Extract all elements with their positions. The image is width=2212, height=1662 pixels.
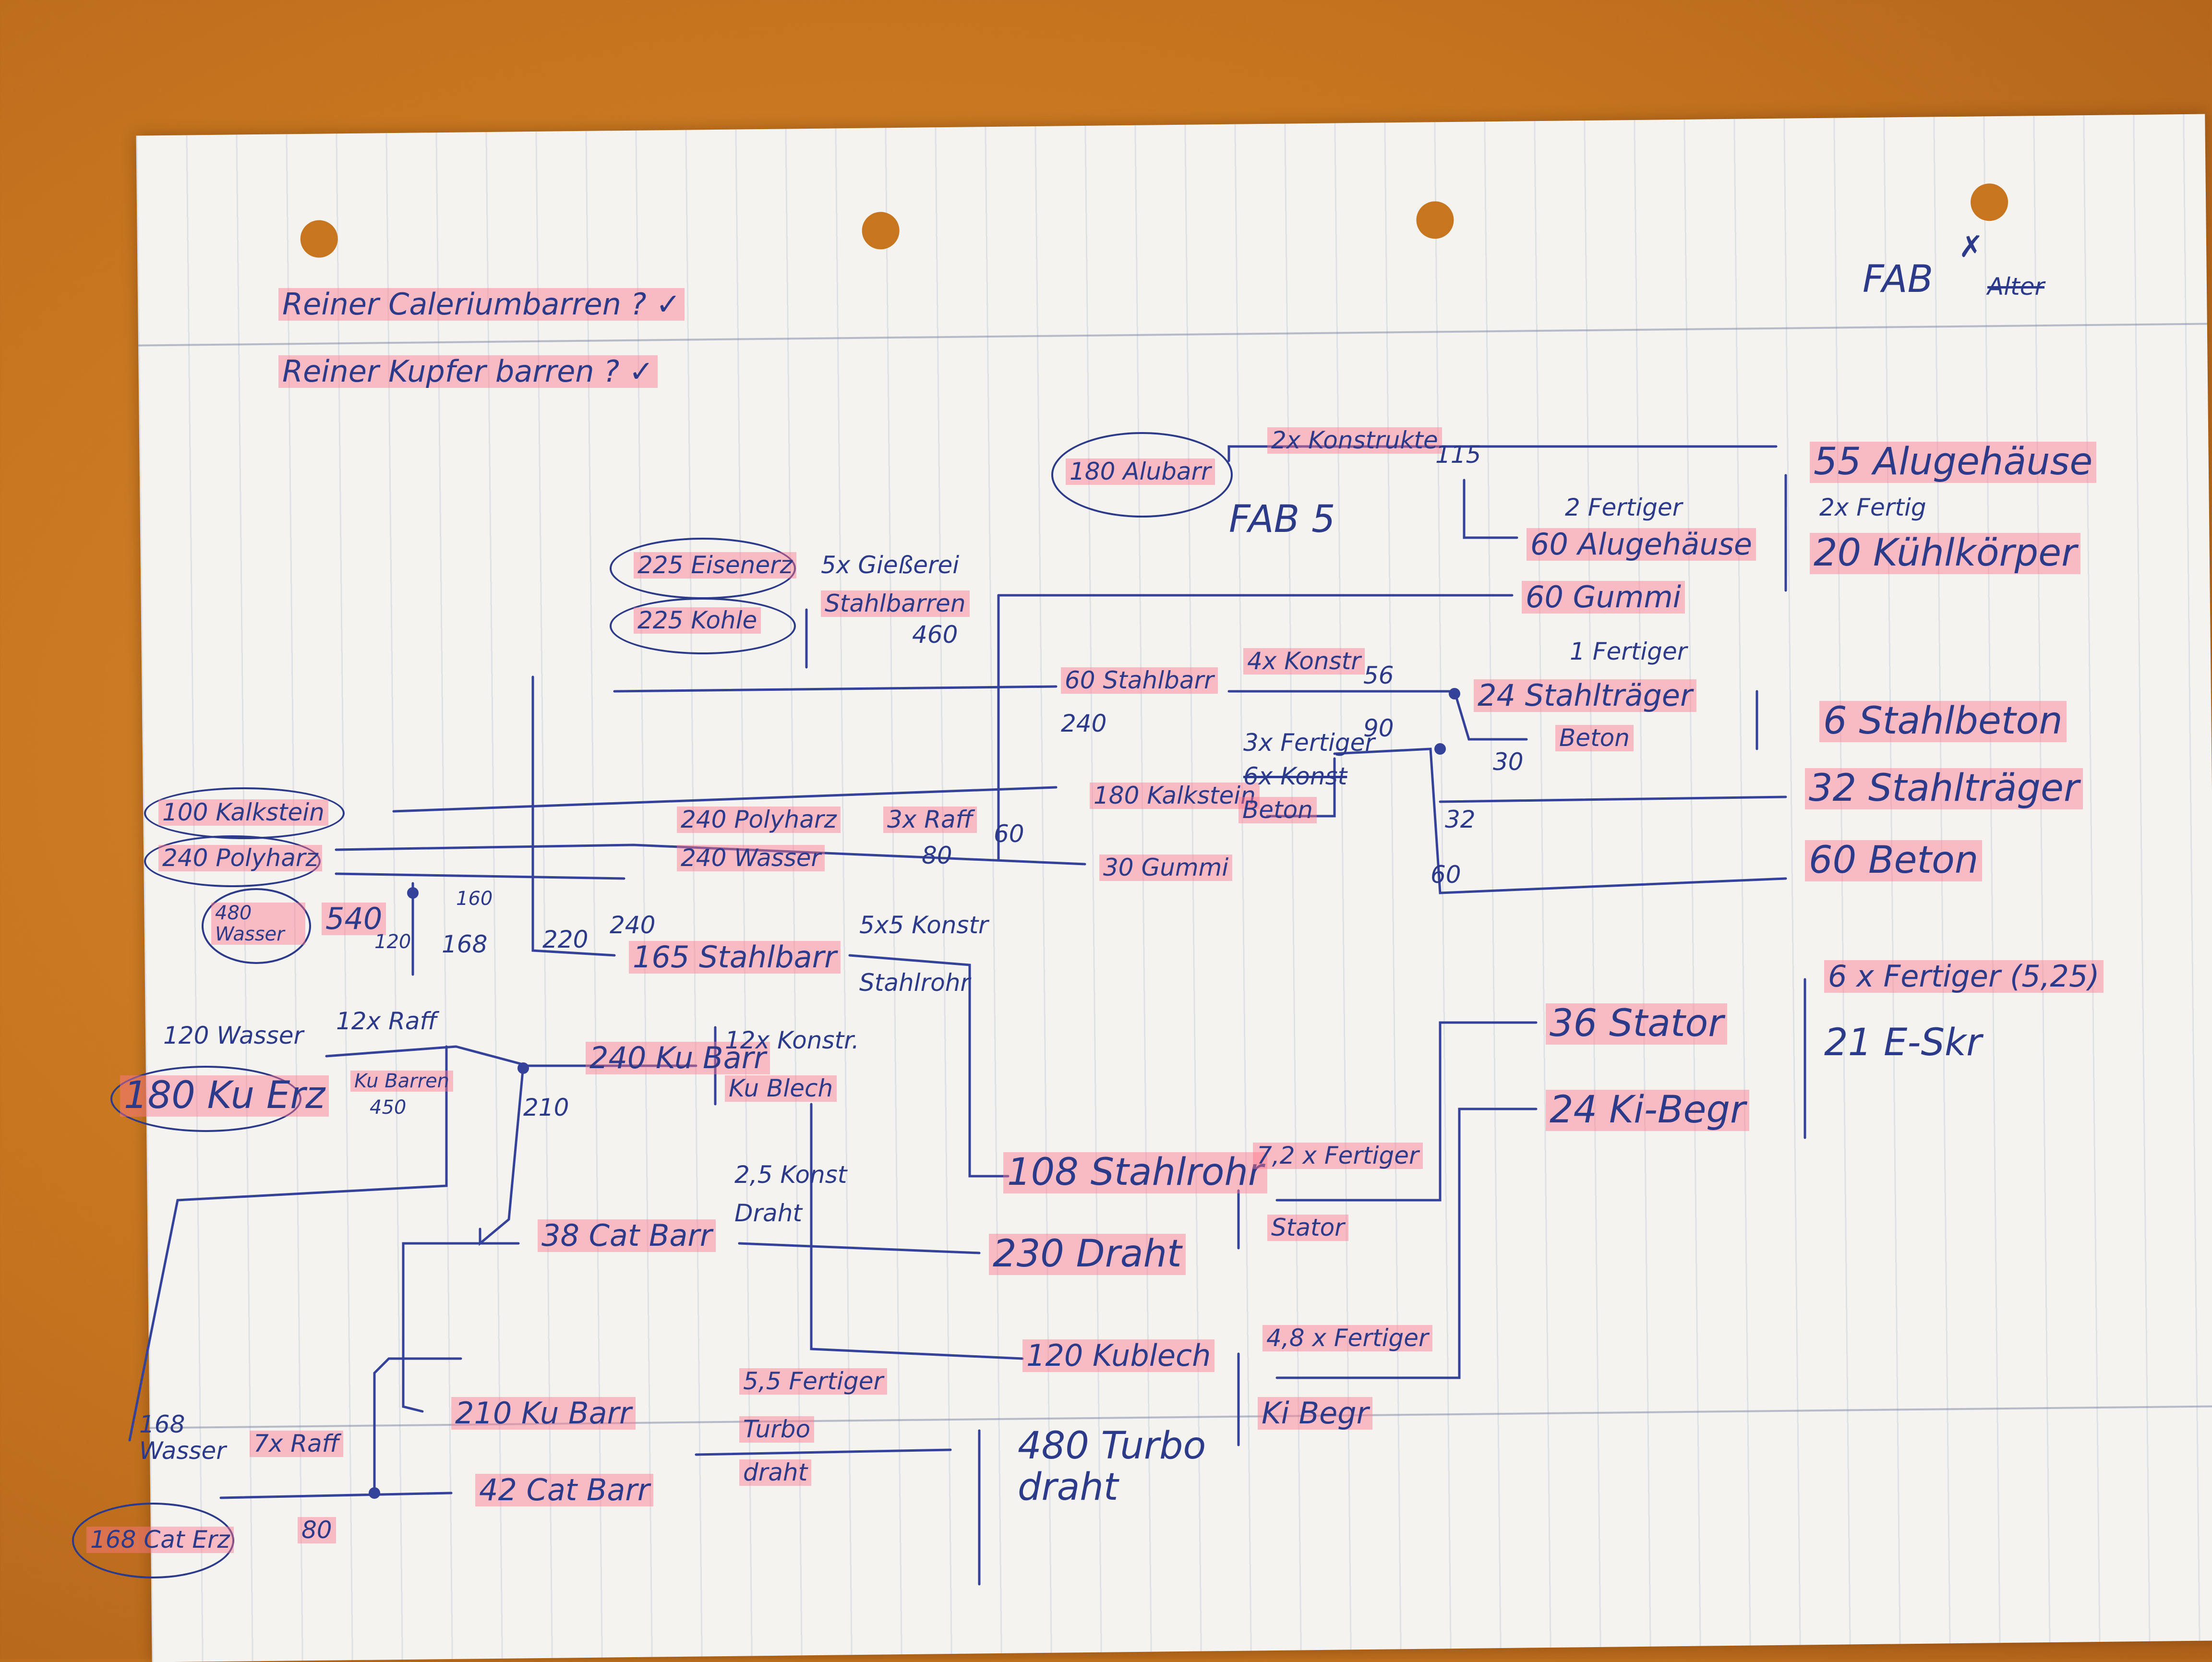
limestone-input: 180 Kalkstein <box>1090 783 1260 809</box>
copper-ore-input: 180 Ku Erz <box>120 1075 329 1117</box>
refinery-count: 3x Raff <box>883 807 977 833</box>
ai-limiter-output: 24 Ki-Begr <box>1546 1090 1749 1131</box>
struck-word: Alter <box>1987 274 2044 300</box>
refinery-12x: 12x Raff <box>336 1008 437 1035</box>
caterium-ingot: 38 Cat Barr <box>538 1219 716 1252</box>
qty-240: 240 <box>610 912 655 939</box>
assembler-3x: 3x Fertiger <box>1243 730 1375 756</box>
steel-beam-output: 32 Stahlträger <box>1805 768 2083 809</box>
constructor-2-5: 2,5 Konst <box>734 1162 847 1188</box>
wire-step: Draht <box>734 1200 802 1227</box>
qty-60: 60 <box>994 821 1024 847</box>
steel-ingot-input: 60 Stahlbarr <box>1061 667 1218 694</box>
steel-pipe-label: Stahlrohr <box>859 970 970 996</box>
steel-concrete-output: 6 Stahlbeton <box>1819 701 2067 742</box>
constructor-5x5: 5x5 Konstr <box>859 912 988 939</box>
qty-160: 160 <box>456 888 493 909</box>
stator-output: 36 Stator <box>1546 1003 1727 1045</box>
rubber-output: 60 Gummi <box>1522 581 1685 614</box>
turbo-label: Turbo <box>739 1416 814 1443</box>
water-refinery-in: 240 Wasser <box>677 845 825 871</box>
constructor-count-steel: 4x Konstr <box>1243 648 1365 674</box>
water-bottom: 168 Wasser <box>139 1411 235 1464</box>
fab-label: FAB <box>1863 259 1933 301</box>
concrete-output: 60 Beton <box>1805 840 1982 881</box>
stator-step: Stator <box>1267 1215 1348 1241</box>
water-source: 480 Wasser <box>211 903 305 945</box>
heatsink-output: 20 Kühlkörper <box>1810 533 2080 574</box>
copper-ingot-bottom: 210 Ku Barr <box>451 1397 636 1430</box>
assembler-4-8: 4,8 x Fertiger <box>1262 1325 1432 1351</box>
steel-amount: 460 <box>912 622 958 648</box>
assembler-5-5: 5,5 Fertiger <box>739 1368 887 1395</box>
refinery-7x: 7x Raff <box>250 1431 343 1457</box>
foundry-count: 5x Gießerei <box>821 552 959 578</box>
qty-210: 210 <box>523 1095 569 1121</box>
header-line-2: Reiner Kupfer barren ? ✓ <box>278 355 658 388</box>
wire-label: draht <box>739 1459 811 1486</box>
caterium-ingot-bottom: 42 Cat Barr <box>475 1474 653 1506</box>
cross-mark: ✗ <box>1959 230 1984 263</box>
coal-input: 225 Kohle <box>634 607 761 634</box>
beam-qty: 32 <box>1445 807 1476 833</box>
alu-casing-output: 55 Alugehäuse <box>1810 442 2096 483</box>
steel-out-qty: 56 <box>1363 662 1394 689</box>
fab-5-label: FAB 5 <box>1229 499 1335 541</box>
steel-pipe-output: 108 Stahlrohr <box>1003 1152 1267 1193</box>
assembler-6x: 6 x Fertiger (5,25) <box>1824 960 2104 993</box>
steel-ingot-165: 165 Stahlbarr <box>629 941 841 974</box>
alu-qty: 115 <box>1435 442 1481 468</box>
copper-ingot-qty: 450 <box>370 1097 406 1118</box>
copper-sheet-label: Ku Blech <box>725 1075 837 1102</box>
constructor-12x: 12x Konstr. <box>725 1027 859 1054</box>
polyresin-refinery-in: 240 Polyharz <box>677 807 841 833</box>
qty-90: 90 <box>1363 715 1394 742</box>
assembler-count-2: 2x Fertig <box>1819 494 1926 521</box>
turbo-wire-output: 480 Turbo draht <box>1018 1426 1219 1508</box>
alu-casing-sub: 60 Alugehäuse <box>1527 528 1756 561</box>
steel-ingot-alt: 240 <box>1061 711 1106 737</box>
qty-168: 168 <box>442 931 487 958</box>
qty-220: 220 <box>542 927 588 953</box>
alu-input: 180 Alubarr <box>1066 458 1215 485</box>
assembler-count: 2 Fertiger <box>1565 494 1682 521</box>
qty-80: 80 <box>922 843 952 869</box>
assembler-7-2: 7,2 x Fertiger <box>1253 1143 1423 1169</box>
concrete-mid: Beton <box>1555 725 1634 751</box>
qty-80-bottom: 80 <box>298 1517 336 1543</box>
caterium-ore-input: 168 Cat Erz <box>86 1527 234 1553</box>
water-copper: 120 Wasser <box>163 1023 303 1049</box>
polyresin-source: 240 Polyharz <box>158 845 322 871</box>
motor-output: 21 E-Skr <box>1824 1023 1982 1064</box>
limestone-source: 100 Kalkstein <box>158 799 328 826</box>
constructor-struck: 6x Konst <box>1243 763 1347 790</box>
rubber-input: 30 Gummi <box>1099 855 1232 881</box>
constructor-count: 2x Konstrukte <box>1267 427 1442 454</box>
ai-limiter-step: Ki Begr <box>1258 1397 1372 1430</box>
qty-120: 120 <box>374 931 411 952</box>
wire-output: 230 Draht <box>989 1234 1186 1275</box>
iron-ore-input: 225 Eisenerz <box>634 552 796 578</box>
header-line-1: Reiner Caleriumbarren ? ✓ <box>278 288 685 321</box>
assembler-count-steel: 1 Fertiger <box>1570 638 1687 665</box>
concrete-step: Beton <box>1238 797 1317 823</box>
steel-ingot-label: Stahlbarren <box>821 590 970 617</box>
copper-ingot-label: Ku Barren <box>350 1071 453 1092</box>
concrete-qty: 30 <box>1493 749 1524 775</box>
water-total: 540 <box>322 903 386 935</box>
concrete-qty-2: 60 <box>1431 862 1461 888</box>
copper-sheet-output: 120 Kublech <box>1022 1339 1214 1372</box>
steel-beam-mid: 24 Stahlträger <box>1474 679 1696 712</box>
